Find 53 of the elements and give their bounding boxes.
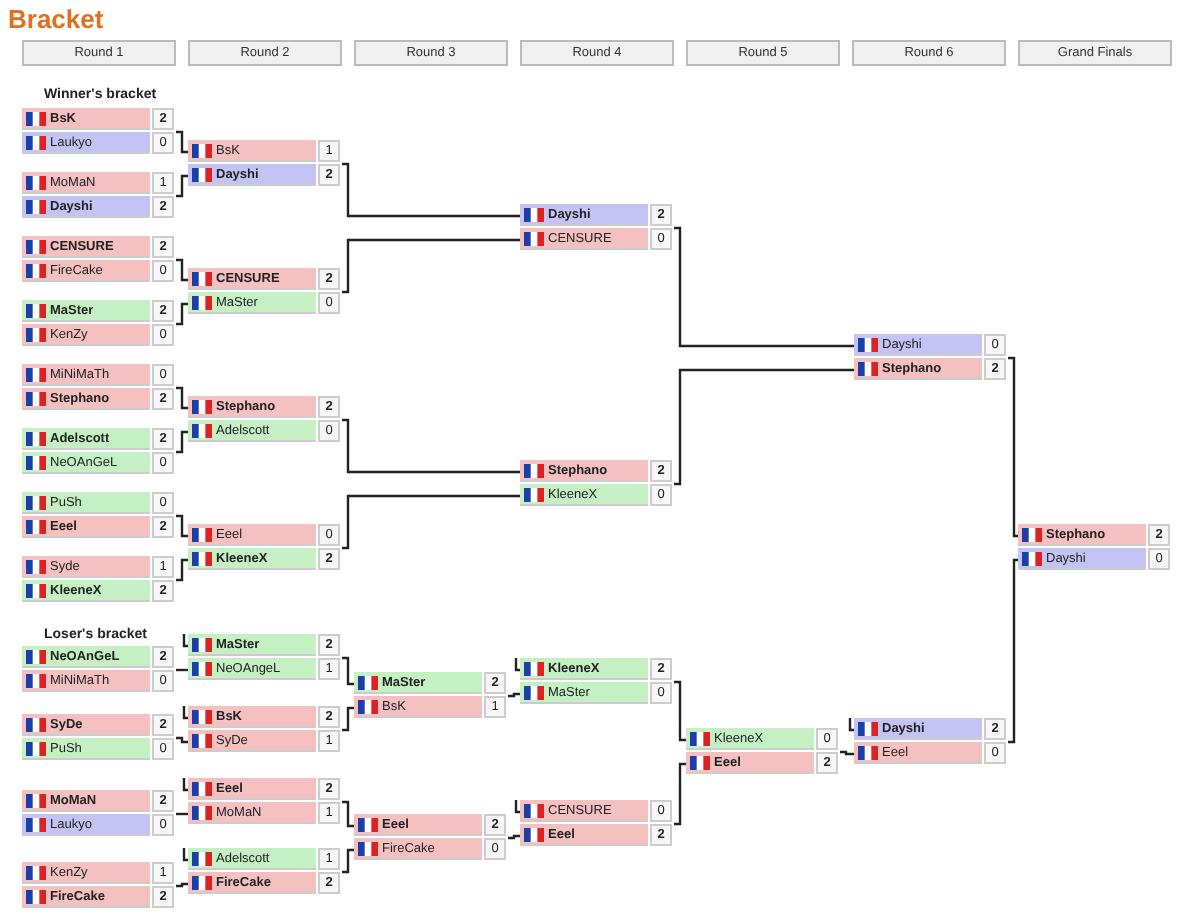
match-box [188,778,342,826]
match-box [354,814,508,862]
bracket-line [674,680,686,742]
bracket-line [176,386,188,410]
bracket-line [674,762,686,826]
match-box [854,718,1008,766]
bracket-line [342,238,520,294]
match-box [188,396,342,444]
match-box [22,108,176,156]
match-box [22,492,176,540]
bracket-line [176,302,188,326]
match-box [22,714,176,762]
match-box [520,800,674,848]
match-box [22,646,176,694]
match-box [188,140,342,188]
bracket-line [1008,558,1018,744]
match-box [22,790,176,838]
match-box [188,268,342,316]
match-box [188,524,342,572]
bracket-line [342,162,520,218]
bracket-line [674,226,854,348]
match-box [354,672,508,720]
match-box [22,172,176,220]
bracket-line [674,368,854,486]
match-box [520,460,674,508]
bracket-line [176,174,188,198]
match-box [22,300,176,348]
bracket-line [176,514,188,538]
match-box [188,848,342,896]
match-box [22,236,176,284]
match-box [22,364,176,412]
match-box [520,204,674,252]
bracket-line [176,430,188,454]
match-box [188,706,342,754]
bracket-line [342,848,354,874]
match-box [854,334,1008,382]
match-box [22,862,176,910]
bracket-line [176,130,188,154]
bracket-line [342,418,520,474]
title: Bracket [8,4,104,34]
bracket-line [176,558,188,582]
match-box [1018,524,1172,572]
bracket-line [176,258,188,282]
bracket-line [342,494,520,550]
match-box [188,634,342,682]
match-box [22,556,176,604]
bracket-line [342,800,354,828]
bracket-line [342,656,354,686]
match-box [22,428,176,476]
match-box [520,658,674,706]
bracket-line [342,706,354,732]
bracket-line [1008,356,1018,538]
match-box [686,728,840,776]
